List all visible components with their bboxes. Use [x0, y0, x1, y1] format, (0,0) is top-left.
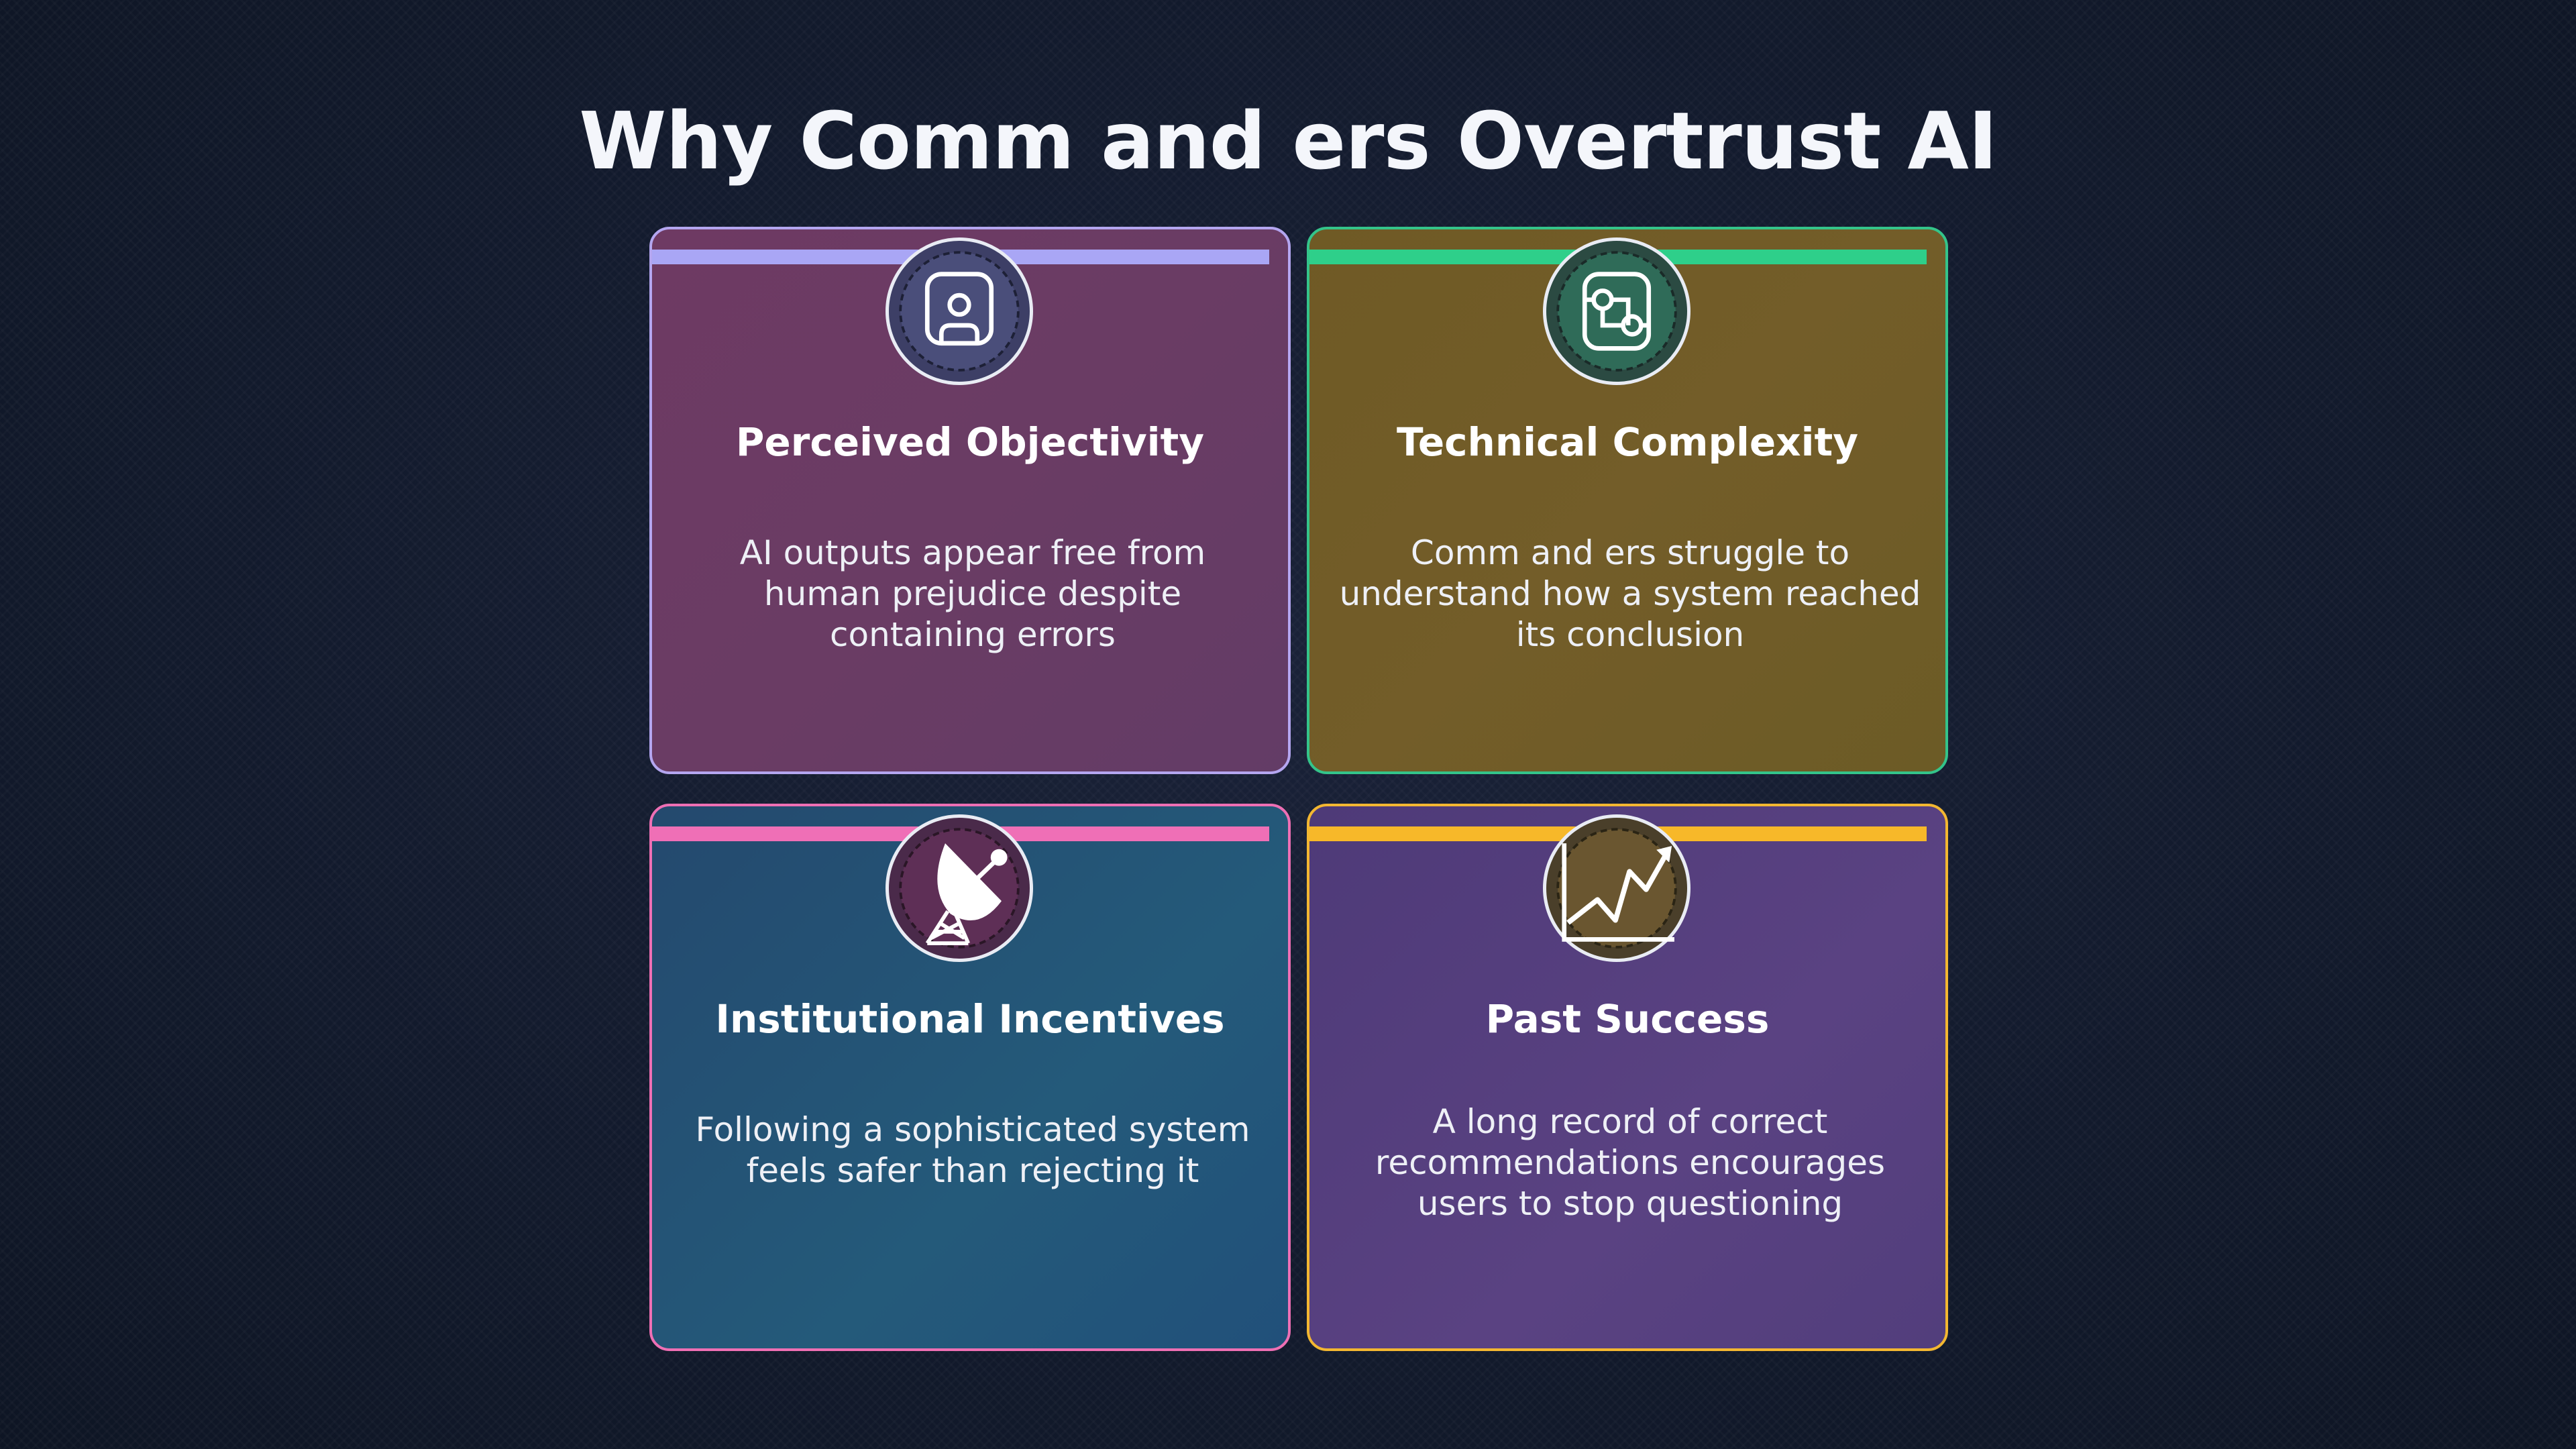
card-description: AI outputs appear free from human prejud… [739, 533, 1206, 654]
trend-up-chart-icon [1543, 814, 1690, 962]
card-technical-complexity: Technical Complexity Comm and ers strugg… [1307, 227, 1948, 774]
card-description: Comm and ers struggle to understand how … [1339, 533, 1921, 654]
card-title: Perceived Objectivity [735, 419, 1205, 465]
card-perceived-objectivity: Perceived Objectivity AI outputs appear … [649, 227, 1291, 774]
page-title: Why Comm and ers Overtrust AI [579, 95, 1998, 187]
card-past-success: Past Success A long record of correct re… [1307, 804, 1948, 1351]
satellite-dish-icon [885, 814, 1033, 962]
card-title: Technical Complexity [1396, 419, 1859, 465]
person-frame-icon [885, 237, 1033, 385]
card-description: Following a sophisticated system feels s… [695, 1110, 1250, 1190]
circuit-nodes-icon [1543, 237, 1690, 385]
card-title: Institutional Incentives [715, 996, 1225, 1042]
card-title: Past Success [1485, 996, 1770, 1042]
card-description: A long record of correct recommendations… [1375, 1102, 1886, 1223]
card-institutional-incentives: Institutional Incentives Following a sop… [649, 804, 1291, 1351]
